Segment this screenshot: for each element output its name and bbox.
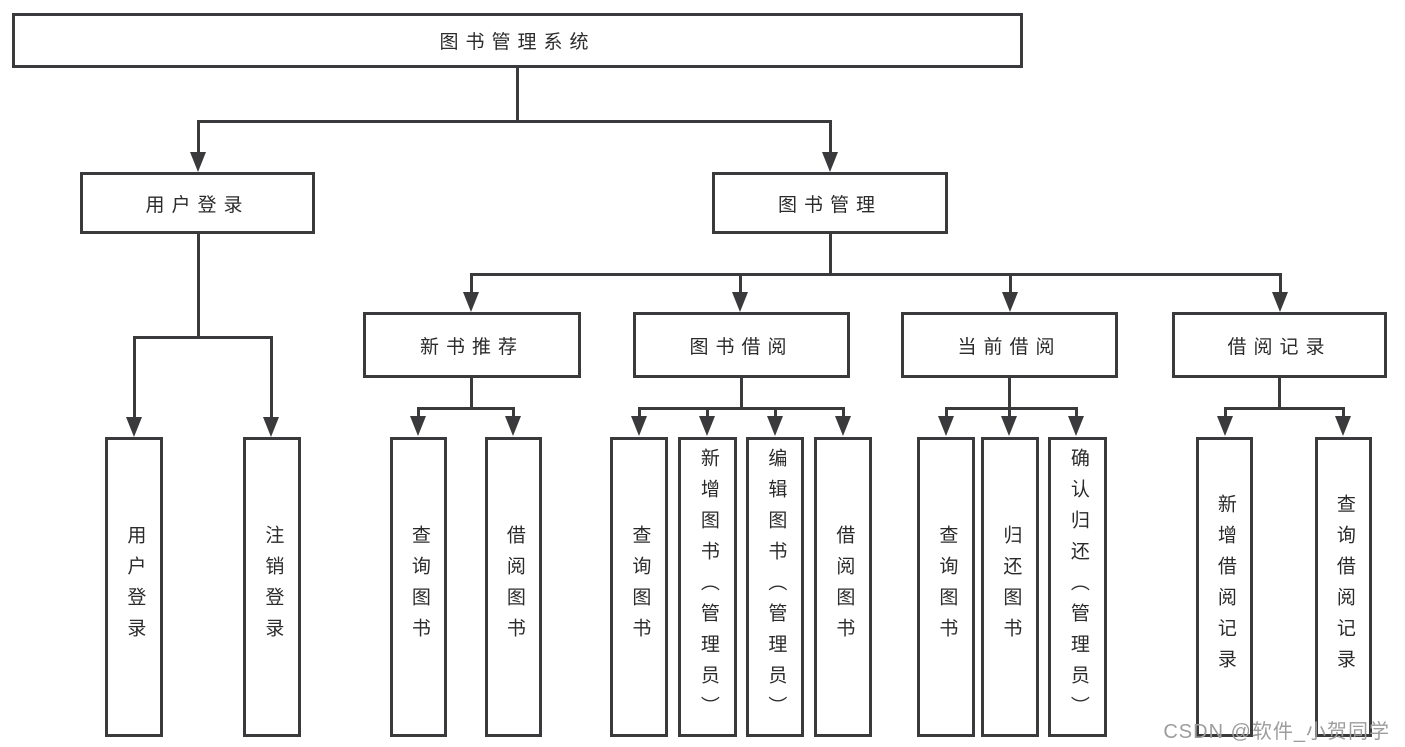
edge-line [1075, 407, 1078, 419]
edge-line [1224, 407, 1345, 410]
edge-line [842, 407, 845, 419]
edge-line [706, 407, 709, 419]
edge-arrowhead [190, 152, 206, 172]
edge-line [1278, 378, 1281, 407]
edge-line [774, 407, 777, 419]
leaf-user-login: 用户登录 [105, 437, 163, 737]
watermark: CSDN @软件_小贺同学 [1163, 721, 1390, 743]
edge-line [1279, 273, 1282, 295]
leaf-query-books-recommend: 查询图书 [390, 437, 447, 737]
edge-line [270, 336, 273, 418]
leaf-add-books-admin: 新增图书（管理员） [678, 437, 737, 737]
edge-arrowhead [126, 417, 142, 437]
edge-arrowhead [1002, 292, 1018, 312]
edge-arrowhead [1001, 416, 1017, 436]
edge-line [1008, 378, 1011, 407]
edge-arrowhead [732, 292, 748, 312]
node-book-borrowing: 图书借阅 [633, 312, 850, 378]
node-book-management: 图书管理 [712, 172, 948, 234]
edge-line [417, 407, 515, 410]
edge-arrowhead [938, 416, 954, 436]
node-new-book-recommend: 新书推荐 [363, 312, 581, 378]
edge-line [417, 407, 420, 419]
edge-arrowhead [822, 152, 838, 172]
edge-line [1342, 407, 1345, 419]
edge-line [638, 407, 845, 410]
edge-line [470, 378, 473, 407]
edge-line [829, 120, 832, 154]
edge-arrowhead [699, 416, 715, 436]
edge-line [197, 234, 200, 336]
edge-line [133, 336, 273, 339]
edge-arrowhead [1335, 416, 1351, 436]
edge-line [638, 407, 641, 419]
leaf-edit-books-admin: 编辑图书（管理员） [746, 437, 804, 737]
edge-arrowhead [1272, 292, 1288, 312]
edge-line [512, 407, 515, 419]
leaf-logout: 注销登录 [243, 437, 301, 737]
edge-line [133, 336, 136, 418]
edge-arrowhead [505, 416, 521, 436]
edge-line [197, 120, 832, 123]
edge-arrowhead [263, 417, 279, 437]
edge-line [945, 407, 948, 419]
leaf-query-books-current: 查询图书 [917, 437, 975, 737]
edge-line [197, 120, 200, 154]
leaf-return-books: 归还图书 [981, 437, 1039, 737]
node-user-login: 用户登录 [80, 172, 315, 234]
edge-arrowhead [767, 416, 783, 436]
node-library-system: 图书管理系统 [12, 13, 1023, 68]
edge-line [470, 273, 473, 295]
edge-line [1224, 407, 1227, 419]
leaf-borrow-books-recommend: 借阅图书 [485, 437, 542, 737]
edge-arrowhead [835, 416, 851, 436]
leaf-query-books-borrow: 查询图书 [610, 437, 668, 737]
edge-line [1009, 273, 1012, 295]
edge-arrowhead [410, 416, 426, 436]
node-current-borrowing: 当前借阅 [901, 312, 1118, 378]
leaf-borrow-books: 借阅图书 [814, 437, 872, 737]
edge-line [470, 273, 1282, 276]
edge-arrowhead [1217, 416, 1233, 436]
leaf-add-borrow-record: 新增借阅记录 [1196, 437, 1253, 737]
edge-line [945, 407, 1078, 410]
edge-line [740, 378, 743, 407]
edge-arrowhead [463, 292, 479, 312]
edge-arrowhead [631, 416, 647, 436]
edge-line [1008, 407, 1011, 419]
leaf-confirm-return-admin: 确认归还（管理员） [1048, 437, 1107, 737]
edge-line [739, 273, 742, 295]
edge-line [516, 68, 519, 120]
node-borrowing-records: 借阅记录 [1172, 312, 1387, 378]
edge-arrowhead [1068, 416, 1084, 436]
edge-line [829, 234, 832, 273]
leaf-query-borrow-record: 查询借阅记录 [1315, 437, 1372, 737]
